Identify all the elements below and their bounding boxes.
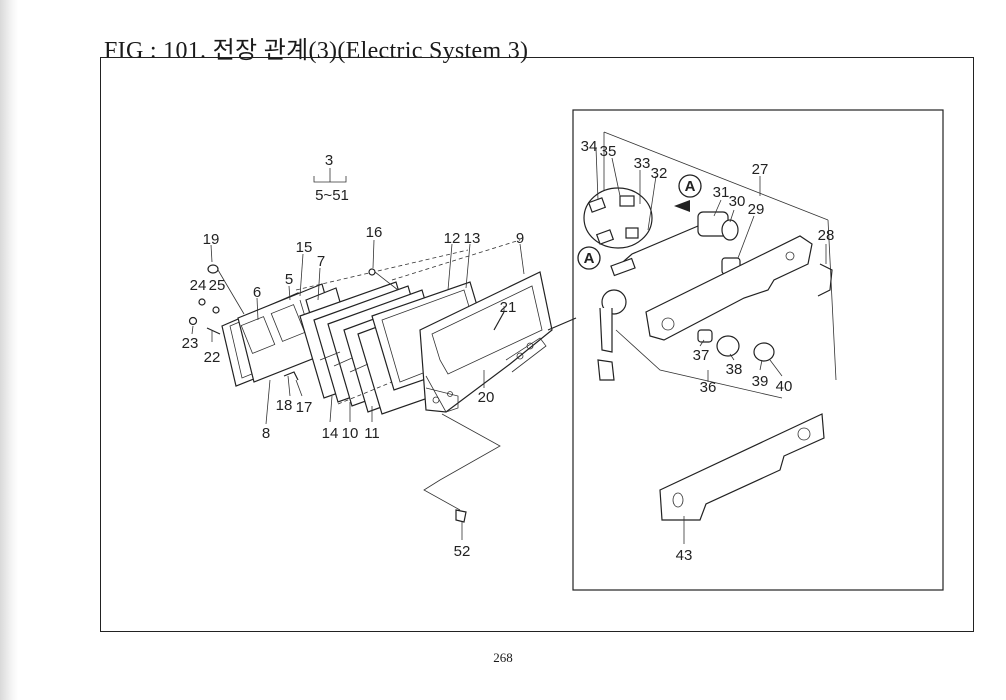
part-label: 3 — [325, 152, 333, 169]
part-label: 21 — [500, 299, 517, 316]
part-label: 33 — [634, 155, 651, 172]
mounting-plate-part — [645, 235, 813, 341]
part-label: 14 — [322, 425, 339, 442]
connector-52-part — [455, 509, 467, 523]
part-label: 35 — [600, 143, 617, 160]
detail-pointer — [547, 317, 577, 331]
part-label: 7 — [317, 253, 325, 270]
part-label: 43 — [676, 547, 693, 564]
bulb-19-part — [207, 264, 245, 315]
screw-21-part — [493, 311, 505, 331]
part-label: 25 — [209, 277, 226, 294]
detail-bounds — [603, 131, 837, 381]
part-label: 37 — [693, 347, 710, 364]
part-label: 18 — [276, 397, 293, 414]
part-label: 6 — [253, 284, 261, 301]
part-label: 13 — [464, 230, 481, 247]
part-label: 32 — [651, 165, 668, 182]
part-label: 52 — [454, 543, 471, 560]
clip-17-18-part — [283, 371, 299, 381]
part-label: 11 — [364, 425, 380, 442]
part-label: 5~51 — [315, 187, 349, 204]
part-label: 27 — [752, 161, 769, 178]
view-marker-a: A — [584, 250, 595, 267]
part-label: 28 — [818, 227, 835, 244]
wire-52-part — [423, 413, 501, 511]
screw-16-part — [368, 268, 399, 291]
page-number: 268 — [493, 650, 513, 665]
part-label: 22 — [204, 349, 221, 366]
knobs-part — [697, 329, 775, 362]
part-label: 31 — [713, 184, 730, 201]
part-label: 20 — [478, 389, 495, 406]
figure-title: FIG : 101. 전장 관계(3)(Electric System 3) — [104, 38, 529, 64]
bulb-sockets-part — [188, 298, 221, 335]
detail-box — [572, 109, 944, 591]
part-label: 8 — [262, 425, 270, 442]
group-bracket — [313, 168, 347, 183]
view-marker-a: A — [685, 178, 696, 195]
bracket-28-part — [817, 263, 833, 297]
part-label: 36 — [700, 379, 717, 396]
detail-bounds-lower — [615, 329, 783, 399]
part-label: 19 — [203, 231, 220, 248]
bezel-part — [419, 271, 553, 413]
part-label: 12 — [444, 230, 461, 247]
part-label: 29 — [748, 201, 765, 218]
part-label: 23 — [182, 335, 199, 352]
part-label: 5 — [285, 271, 293, 288]
view-marker-a-circle — [678, 174, 702, 198]
part-label: 34 — [581, 138, 598, 155]
view-marker-a-circle — [577, 246, 601, 270]
part-label: 17 — [296, 399, 313, 416]
part-label: 15 — [296, 239, 313, 256]
part-label: 30 — [729, 193, 746, 210]
diagram-frame — [100, 57, 974, 632]
part-label: 24 — [190, 277, 207, 294]
part-label: 40 — [776, 378, 793, 395]
direction-arrow-icon — [674, 200, 690, 212]
right-leader-lines — [595, 147, 827, 544]
lighter-part — [597, 289, 627, 381]
left-leader-lines — [191, 239, 525, 540]
cover-plate-part — [659, 413, 825, 521]
part-labels: 3 5~51 19 15 16 12 13 9 24 25 6 5 7 23 2… — [182, 138, 835, 564]
scan-binding-edge — [0, 0, 18, 700]
switch-body-part — [583, 187, 653, 249]
part-label: 10 — [342, 425, 359, 442]
part-label: 38 — [726, 361, 743, 378]
part-label: 39 — [752, 373, 769, 390]
part-label: 9 — [516, 230, 524, 247]
part-label: 16 — [366, 224, 383, 241]
